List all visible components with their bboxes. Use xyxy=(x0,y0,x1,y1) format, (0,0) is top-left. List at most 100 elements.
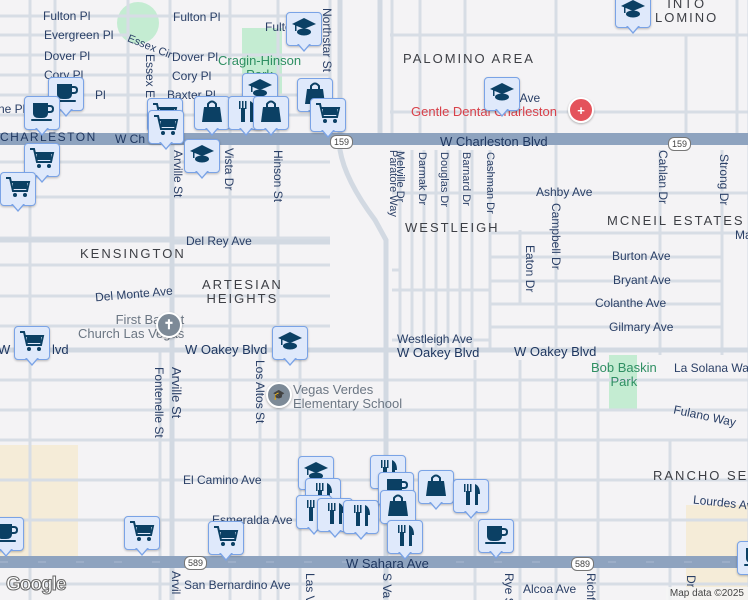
shopping-icon xyxy=(385,493,411,522)
school-icon xyxy=(277,329,303,358)
highway-shield-159: 159 xyxy=(668,137,692,151)
street-label: Rye S xyxy=(502,573,516,600)
street-label: Arville St xyxy=(171,150,185,198)
street-label: Fulto xyxy=(265,20,292,34)
highway-shield-589: 589 xyxy=(184,556,208,570)
coffee-marker[interactable] xyxy=(0,517,24,557)
school-icon xyxy=(303,459,329,488)
school-marker[interactable] xyxy=(286,12,322,52)
shopping-marker[interactable] xyxy=(418,470,454,510)
street-label: S Va xyxy=(380,573,394,599)
school-marker[interactable] xyxy=(484,77,520,117)
school-icon xyxy=(620,0,646,26)
restaurant-marker[interactable] xyxy=(453,479,489,519)
street-label: Evergreen Pl xyxy=(44,28,114,42)
map-attribution[interactable]: Map data ©2025 xyxy=(665,587,748,600)
street-label: Cory Pl xyxy=(172,69,212,83)
grocery-icon xyxy=(29,146,55,175)
street-label: Northstar St xyxy=(320,8,334,73)
street-label: San Bernardino Ave xyxy=(184,578,291,592)
road-label-w-charleston-blvd: W Charleston Blvd xyxy=(440,134,548,149)
restaurant-marker[interactable] xyxy=(387,520,423,560)
grocery-icon xyxy=(153,113,179,142)
neighborhood-label-kensington: KENSINGTON xyxy=(80,246,186,261)
coffee-marker[interactable] xyxy=(24,96,60,136)
street-label: Dover Pl xyxy=(172,50,219,64)
restaurant-icon xyxy=(348,503,374,532)
grocery-marker[interactable] xyxy=(124,516,160,556)
road-label-w-oakey-blvd: W Oakey Blvd xyxy=(185,342,268,357)
street-label: Essex E xyxy=(143,54,157,99)
grocery-icon xyxy=(19,329,45,358)
grocery-marker[interactable] xyxy=(148,110,184,150)
street-label: Strong Dr xyxy=(717,154,731,206)
street-label: Fontenelle St xyxy=(152,367,166,438)
road-label-blvd: lvd xyxy=(52,342,69,357)
shopping-icon xyxy=(423,473,449,502)
google-logo: Google xyxy=(5,574,66,596)
cross-icon[interactable]: ✝ xyxy=(156,312,182,338)
street-label: Fulton Pl xyxy=(43,9,91,23)
restaurant-icon xyxy=(392,523,418,552)
shopping-marker[interactable] xyxy=(253,96,289,136)
place-label-gentle-dental[interactable]: Gentle Dental Charleston xyxy=(411,104,557,119)
street-label: Gilmary Ave xyxy=(609,320,674,334)
coffee-icon xyxy=(53,80,79,109)
coffee-marker[interactable] xyxy=(737,541,748,575)
coffee-marker[interactable] xyxy=(478,519,514,559)
grocery-marker[interactable] xyxy=(208,521,244,561)
shopping-marker[interactable] xyxy=(194,96,230,136)
shopping-icon xyxy=(199,99,225,128)
restaurant-marker[interactable] xyxy=(343,500,379,540)
neighborhood-label-mcneil-estates: MCNEIL ESTATES xyxy=(607,213,745,228)
grocery-marker[interactable] xyxy=(14,326,50,366)
street-label: ne Pl xyxy=(0,102,26,116)
street-label: Arville St xyxy=(169,367,184,419)
grocery-marker[interactable] xyxy=(0,172,36,212)
street-label: Melville Dr xyxy=(394,151,406,203)
school-marker[interactable] xyxy=(184,139,220,179)
street-label: Alcoa Ave xyxy=(523,582,577,596)
street-label: Bryant Ave xyxy=(613,273,671,287)
school-icon xyxy=(489,80,515,109)
street-label: Douglas Dr xyxy=(438,152,450,208)
street-label: Dover Pl xyxy=(44,49,91,63)
street-label: Colanthe Ave xyxy=(595,296,667,310)
coffee-icon xyxy=(0,520,19,549)
street-label: Cashman Dr xyxy=(484,152,496,214)
street-label: Campbell Dr xyxy=(549,203,563,270)
coffee-icon xyxy=(29,99,55,128)
neighborhood-label-rancho-sere: RANCHO SERE xyxy=(653,468,748,483)
street-label: Pl xyxy=(95,88,106,102)
street-label: Eaton Dr xyxy=(523,245,537,293)
grocery-icon xyxy=(5,175,31,204)
street-label: Ashby Ave xyxy=(536,185,593,199)
medical-icon[interactable]: + xyxy=(568,97,594,123)
street-label: Arvil xyxy=(169,571,183,595)
grocery-marker[interactable] xyxy=(24,143,60,183)
school-icon xyxy=(247,76,273,105)
street-label: Hinson St xyxy=(271,150,285,203)
neighborhood-label-palomino-area: PALOMINO AREA xyxy=(403,51,535,66)
grocery-marker[interactable] xyxy=(310,98,346,138)
school-icon[interactable]: 🎓 xyxy=(266,382,292,408)
road-label-w-sahara-ave: W Sahara Ave xyxy=(346,556,429,571)
highway-shield-589: 589 xyxy=(571,557,595,571)
school-marker[interactable] xyxy=(615,0,651,34)
street-label: Fulton Pl xyxy=(173,10,221,24)
street-label: Las V xyxy=(303,573,317,600)
school-marker[interactable] xyxy=(272,326,308,366)
shopping-marker[interactable] xyxy=(380,490,416,530)
restaurant-icon xyxy=(322,501,348,530)
street-label: Ma xyxy=(735,228,748,242)
grocery-icon xyxy=(213,524,239,553)
road-label-w-oakey-blvd: W Oakey Blvd xyxy=(514,344,597,359)
street-label: Barnard Dr xyxy=(460,152,472,206)
school-icon xyxy=(189,142,215,171)
coffee-icon xyxy=(483,522,509,551)
